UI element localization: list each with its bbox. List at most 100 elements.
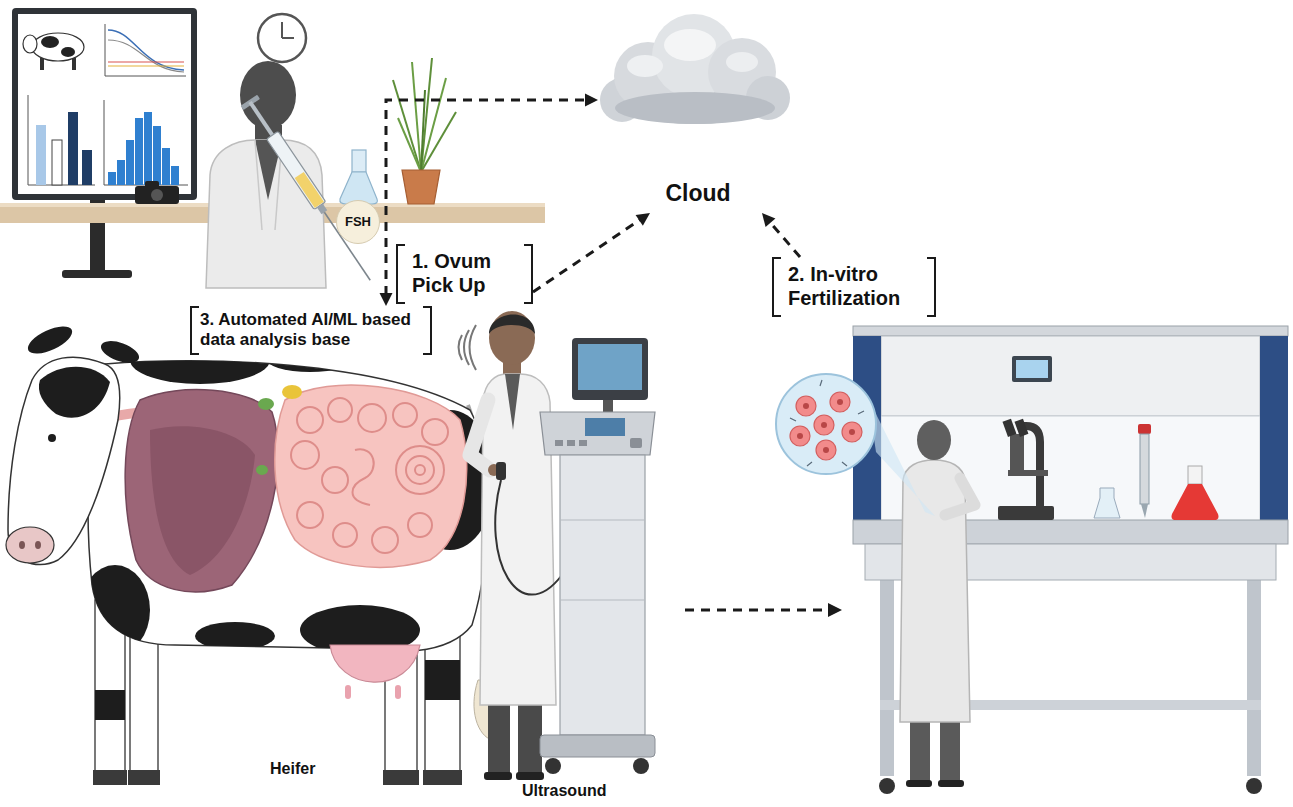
monitor-part xyxy=(108,65,184,66)
biosafety-hood-part xyxy=(1016,360,1048,378)
heifer-illustration-part xyxy=(39,367,110,418)
monitor-part xyxy=(108,40,184,72)
heifer-illustration-part xyxy=(297,407,323,433)
cloud-node: Cloud xyxy=(598,8,798,213)
syringe-part xyxy=(295,172,324,208)
lab-worker-part xyxy=(917,420,951,460)
scientist-part xyxy=(206,140,326,288)
monitor-part xyxy=(82,150,92,185)
lab-worker xyxy=(900,420,975,787)
node-text: FSH xyxy=(345,214,371,229)
monitor-part xyxy=(144,112,152,185)
heifer-illustration-part xyxy=(24,321,76,359)
heifer-illustration-part xyxy=(333,523,357,547)
biosafety-hood-part xyxy=(1094,488,1120,518)
heifer-illustration-part xyxy=(408,513,432,537)
heifer-illustration-part xyxy=(125,390,278,592)
biosafety-hood-part xyxy=(880,580,894,776)
connector-line xyxy=(769,221,800,257)
biosafety-hood-part xyxy=(1003,419,1017,437)
analysis-desk-part xyxy=(62,270,132,278)
ultrasound-machine-part xyxy=(540,412,655,455)
technician-part xyxy=(484,772,512,780)
monitor-part xyxy=(32,33,84,61)
biosafety-hood-part xyxy=(998,506,1054,520)
monitor xyxy=(12,8,197,200)
bracket-right xyxy=(927,257,936,317)
transfer-arrow-part xyxy=(685,609,829,612)
magnifier-part xyxy=(830,392,850,412)
cloud-icon-part xyxy=(627,55,663,77)
biosafety-hood-part xyxy=(879,778,895,794)
ultrasound-machine xyxy=(540,338,655,774)
technician-part xyxy=(488,700,510,775)
monitor-part xyxy=(68,112,78,185)
heifer-illustration-part xyxy=(19,541,25,549)
arrow-head xyxy=(636,213,650,226)
monitor-part xyxy=(126,140,134,185)
lab-worker-part xyxy=(910,718,930,784)
technician-part xyxy=(505,374,520,430)
monitor-part xyxy=(40,58,44,70)
syringe-part xyxy=(324,212,370,280)
plant-part xyxy=(398,118,421,172)
technician-part xyxy=(470,325,477,370)
monitor-part xyxy=(108,172,116,185)
magnifier-part xyxy=(823,447,829,453)
ultrasound-machine-part xyxy=(633,758,649,774)
biosafety-hood-part xyxy=(1188,466,1202,484)
monitor-part xyxy=(72,58,76,70)
plant xyxy=(393,58,456,204)
scientist xyxy=(206,14,326,288)
heifer-illustration-part xyxy=(291,441,319,469)
biosafety-hood-part xyxy=(1260,336,1288,522)
heifer-illustration-part xyxy=(372,527,398,553)
monitor-part xyxy=(12,8,197,200)
technician-part xyxy=(489,314,535,334)
heifer-illustration-part xyxy=(330,645,420,682)
monitor-part xyxy=(36,125,46,185)
transfer-arrow-part xyxy=(828,603,842,617)
dashed-connector xyxy=(380,94,599,307)
ultrasound-machine-part xyxy=(560,519,645,520)
cloud-icon-part xyxy=(615,92,775,124)
magnifier-part xyxy=(849,429,855,435)
ultrasound-machine-part xyxy=(545,758,561,774)
station-label: 1. Ovum Pick Up xyxy=(396,244,533,304)
monitor-part xyxy=(104,100,105,185)
magnifier-part xyxy=(797,433,803,439)
camera-part xyxy=(151,189,163,201)
monitor-part xyxy=(153,126,161,185)
node-text: 3. Automated AI/ML based data analysis b… xyxy=(200,310,422,350)
magnifier-part xyxy=(776,374,876,474)
heifer-illustration-part xyxy=(393,403,417,427)
biosafety-hood-part xyxy=(853,326,1288,336)
arrow-head xyxy=(762,213,775,227)
lab-worker-part xyxy=(906,780,932,787)
magnifier-part xyxy=(790,426,810,446)
ultrasound-machine-part xyxy=(585,418,625,436)
technician xyxy=(459,311,563,780)
syringe-part xyxy=(267,131,326,209)
monitor-part xyxy=(171,166,179,185)
scientist-part xyxy=(240,61,296,129)
magnifier-part xyxy=(816,440,836,460)
ultrasound-machine-part xyxy=(555,440,563,446)
ultrasound-machine-part xyxy=(567,440,575,446)
monitor-part xyxy=(41,36,59,48)
biosafety-hood-part xyxy=(1015,419,1029,437)
monitor-part xyxy=(105,76,186,77)
technician-part xyxy=(495,480,562,595)
biosafety-hood-part xyxy=(1246,778,1262,794)
magnifier-part xyxy=(803,403,809,409)
monitor-part xyxy=(23,35,37,53)
dashed-connector xyxy=(762,213,800,257)
biosafety-hood-part xyxy=(881,336,1260,416)
ultrasound-machine-part xyxy=(540,735,655,757)
heifer-illustration-part xyxy=(6,527,54,563)
monitor-part xyxy=(28,95,29,185)
heifer-illustration-part xyxy=(95,690,125,720)
